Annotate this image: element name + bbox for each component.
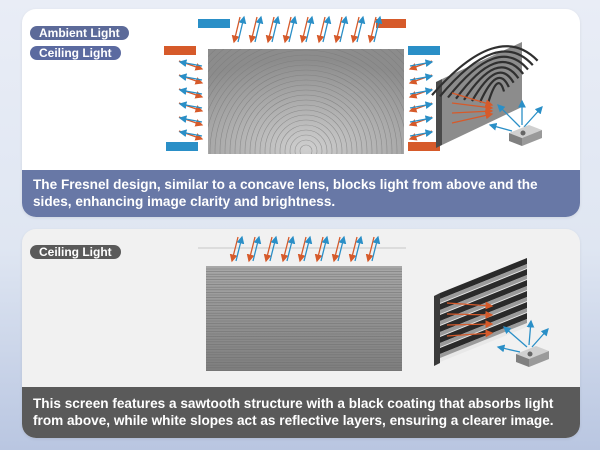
sawtooth-screen bbox=[206, 266, 402, 371]
ceiling-light-ray bbox=[446, 310, 494, 319]
fresnel-diagram bbox=[164, 15, 543, 154]
ceiling-light-ray bbox=[409, 87, 434, 95]
reflected-light-ray bbox=[371, 235, 381, 262]
ceiling-light-ray bbox=[305, 15, 315, 43]
ambient-light-ray bbox=[451, 92, 494, 107]
ceiling-light-ray bbox=[446, 329, 494, 338]
reflected-light-ray bbox=[337, 235, 347, 262]
ceiling-light-ray bbox=[409, 101, 434, 109]
fresnel-profile-illustration bbox=[431, 42, 543, 148]
ceiling-light-ray bbox=[409, 129, 434, 137]
ambient-light-legend: Ambient Light bbox=[30, 26, 129, 40]
projector-light-ray bbox=[488, 122, 513, 132]
projector-icon bbox=[509, 125, 542, 146]
ambient-light-source-icon bbox=[376, 19, 406, 28]
ceiling-light-ray bbox=[409, 115, 434, 123]
ceiling-light-ray bbox=[178, 115, 203, 123]
projector-icon bbox=[516, 346, 549, 367]
ceiling-light-source-icon bbox=[166, 142, 198, 151]
ceiling-light-ray bbox=[178, 101, 203, 109]
ambient-light-source-icon bbox=[164, 46, 196, 55]
ceiling-light-legend-label: Ceiling Light bbox=[39, 245, 112, 259]
sawtooth-profile-illustration bbox=[434, 258, 549, 366]
ceiling-light-ray bbox=[446, 320, 494, 329]
projector-light-ray bbox=[526, 319, 535, 346]
reflected-light-ray bbox=[269, 235, 279, 262]
ceiling-light-legend-label: Ceiling Light bbox=[39, 46, 112, 60]
ceiling-light-ray bbox=[322, 15, 332, 43]
ceiling-light-ray bbox=[178, 129, 203, 137]
ceiling-light-ray bbox=[288, 15, 298, 43]
projector-light-ray bbox=[523, 106, 543, 128]
ceiling-light-ray bbox=[409, 59, 434, 67]
ceiling-light-ray bbox=[178, 59, 203, 67]
fresnel-caption-text: The Fresnel design, similar to a concave… bbox=[33, 177, 538, 209]
ceiling-light-ray bbox=[409, 73, 434, 81]
reflected-light-ray bbox=[320, 235, 330, 262]
ambient-light-source-icon bbox=[408, 142, 440, 151]
ceiling-light-legend: Ceiling Light bbox=[30, 245, 121, 259]
projector-light-ray bbox=[531, 328, 549, 348]
sawtooth-diagram bbox=[198, 235, 549, 371]
sawtooth-caption-text: This screen features a sawtooth structur… bbox=[33, 396, 554, 428]
projector-light-ray bbox=[496, 344, 521, 353]
ceiling-light-ray bbox=[356, 15, 366, 43]
reflected-light-ray bbox=[252, 235, 262, 262]
ambient-light-ray bbox=[451, 111, 494, 124]
fresnel-caption: The Fresnel design, similar to a concave… bbox=[22, 170, 580, 217]
light-ray-arrows bbox=[229, 235, 381, 263]
ceiling-light-ray bbox=[271, 15, 281, 43]
ceiling-light-ray bbox=[237, 15, 247, 43]
reflected-light-ray bbox=[354, 235, 364, 262]
fresnel-panel: Ambient Light Ceiling Light The Fresnel … bbox=[22, 9, 580, 217]
ambient-light-ray bbox=[451, 102, 494, 112]
ambient-light-ray bbox=[451, 107, 494, 116]
ceiling-light-source-icon bbox=[198, 19, 230, 28]
fresnel-screen bbox=[208, 49, 404, 154]
sawtooth-panel: Ceiling Light This screen features a saw… bbox=[22, 229, 580, 438]
ambient-light-legend-label: Ambient Light bbox=[39, 26, 120, 40]
light-ray-arrows bbox=[178, 15, 434, 141]
ceiling-light-ray bbox=[373, 15, 383, 43]
reflected-light-ray bbox=[235, 235, 245, 262]
ceiling-light-ray bbox=[254, 15, 264, 43]
ceiling-light-source-icon bbox=[408, 46, 440, 55]
ceiling-light-ray bbox=[446, 301, 494, 310]
reflected-light-ray bbox=[303, 235, 313, 262]
sawtooth-caption: This screen features a sawtooth structur… bbox=[22, 387, 580, 438]
ceiling-light-ray bbox=[339, 15, 349, 43]
ceiling-light-ray bbox=[178, 73, 203, 81]
projector-light-ray bbox=[497, 104, 521, 128]
ceiling-light-legend: Ceiling Light bbox=[30, 46, 121, 60]
projector-light-ray bbox=[503, 326, 528, 348]
ceiling-light-ray bbox=[178, 87, 203, 95]
reflected-light-ray bbox=[286, 235, 296, 262]
